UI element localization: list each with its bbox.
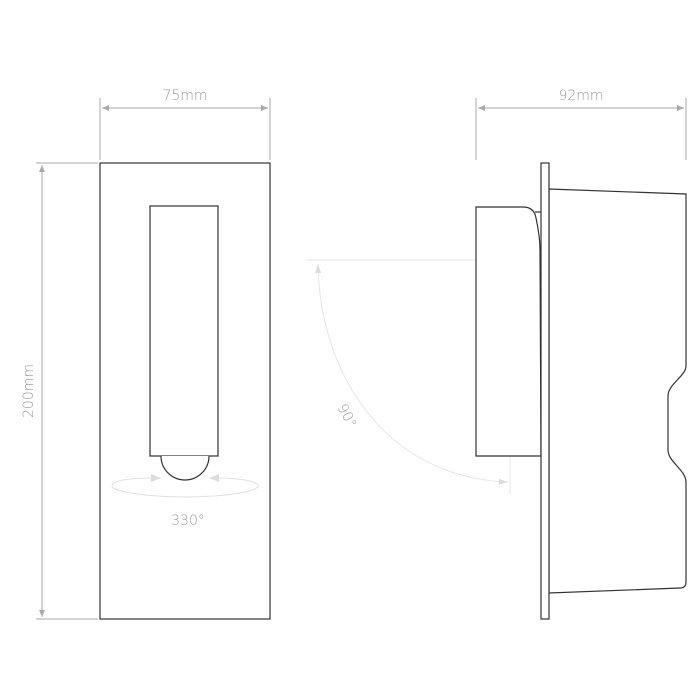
depth-label: 92mm bbox=[558, 88, 603, 104]
fixture-side bbox=[475, 206, 542, 457]
rotation-label: 330° bbox=[171, 513, 205, 529]
tilt-label: 90° bbox=[334, 401, 360, 430]
width-dimension bbox=[99, 98, 271, 160]
swivel-head bbox=[160, 455, 210, 481]
side-view bbox=[475, 162, 687, 620]
depth-dimension bbox=[475, 98, 687, 160]
back-box bbox=[548, 188, 687, 594]
front-view bbox=[99, 162, 271, 620]
height-dimension bbox=[36, 162, 98, 620]
wall-plate-side bbox=[540, 162, 550, 620]
width-label: 75mm bbox=[162, 88, 207, 104]
rotation-indicator bbox=[111, 477, 259, 498]
reading-light-arm bbox=[149, 205, 219, 457]
height-label: 200mm bbox=[21, 364, 37, 418]
